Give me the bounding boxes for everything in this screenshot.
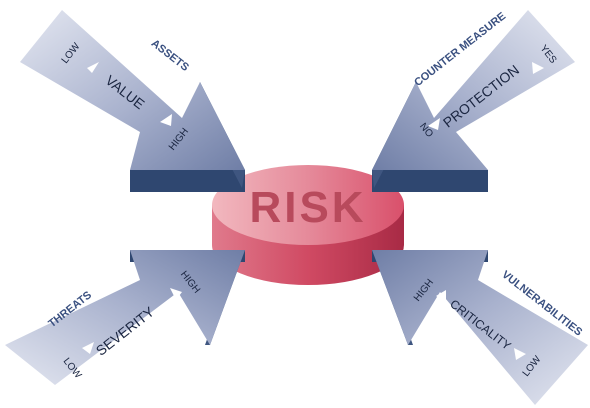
counter-measure-arrow-depth	[372, 170, 488, 192]
threats-arrow: THREATS HIGH SEVERITY LOW	[5, 250, 245, 385]
counter-measure-arrow: COUNTER MEASURE YES PROTECTION NO	[372, 10, 575, 192]
threats-high-triangle-icon	[170, 288, 182, 300]
assets-arrow-body	[20, 10, 245, 170]
vulnerabilities-low-triangle-icon	[514, 348, 526, 360]
vulnerabilities-arrow: VULNERABILITIES HIGH CRITICALITY LOW	[372, 250, 588, 405]
risk-disc: RISK	[212, 165, 404, 285]
assets-arrow: ASSETS LOW VALUE HIGH	[20, 10, 245, 192]
vulnerabilities-high-triangle-icon	[436, 290, 446, 302]
assets-high-triangle-icon	[160, 114, 172, 126]
risk-disc-top	[212, 165, 404, 245]
assets-low-triangle-icon	[87, 62, 99, 73]
counter-measure-low-triangle-icon	[428, 118, 440, 130]
threats-low-triangle-icon	[82, 342, 94, 354]
counter-measure-high-triangle-icon	[532, 62, 544, 74]
assets-arrow-depth	[130, 170, 245, 192]
counter-measure-arrow-body	[372, 10, 575, 170]
vulnerabilities-arrow-body	[372, 250, 588, 405]
assets-category-label: ASSETS	[149, 37, 191, 74]
risk-label: RISK	[249, 183, 366, 232]
threats-arrow-body	[5, 250, 245, 385]
